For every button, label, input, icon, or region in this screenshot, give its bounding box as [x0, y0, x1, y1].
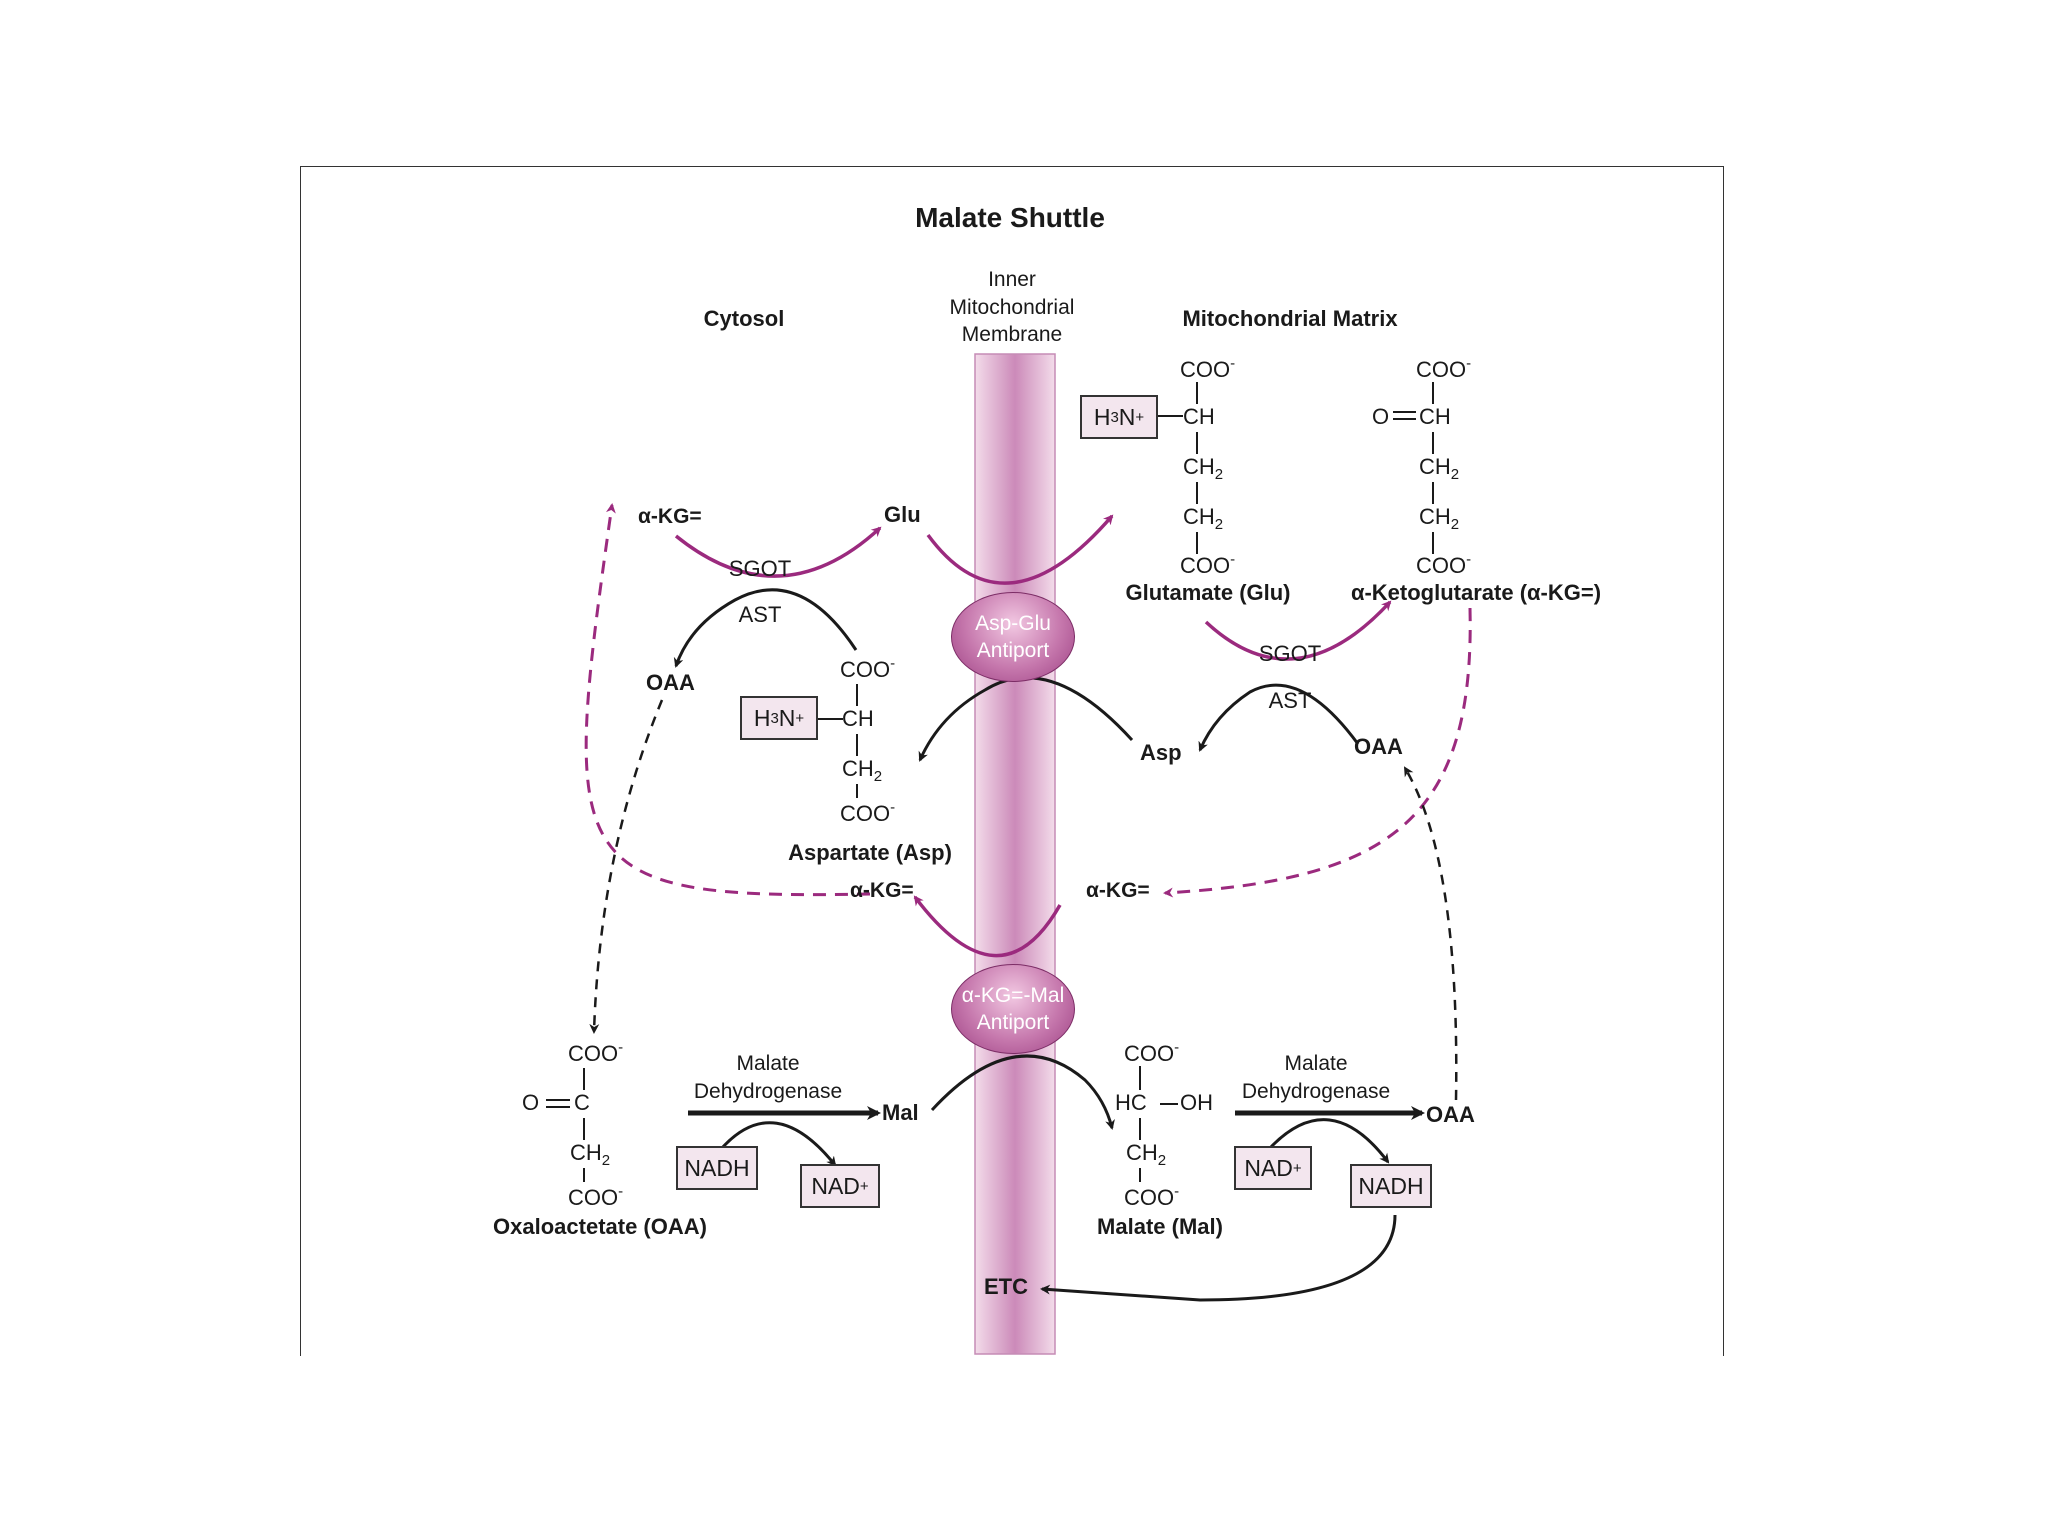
nadh-to-etc-arc — [1040, 1214, 1397, 1302]
glu-transport-arc — [926, 514, 1114, 585]
cytosol-ast-arc — [673, 588, 858, 668]
matrix-nad-box: NAD+ — [1234, 1146, 1312, 1190]
aspartate-bonds — [818, 684, 858, 798]
mal-hc: HC — [1115, 1090, 1147, 1115]
akg-c: CH — [1419, 404, 1451, 429]
matrix-nad-arc — [1268, 1118, 1390, 1164]
malate-bonds — [1139, 1066, 1178, 1182]
cytosol-sgot-arc — [674, 526, 882, 578]
label-sgot-cytosol: SGOT — [728, 556, 792, 581]
asp-ch2: CH2 — [842, 756, 883, 785]
matrix-ast-arc — [1198, 683, 1360, 752]
label-ast-cytosol: AST — [738, 602, 782, 627]
oaa-c: C — [574, 1090, 590, 1115]
cytosol-nadh-box: NADH — [676, 1146, 758, 1190]
label-glutamate: Glutamate (Glu) — [1125, 580, 1291, 605]
region-inner-membrane: Inner Mitochondrial Membrane — [949, 268, 1075, 347]
label-mal-cytosol: Mal — [882, 1100, 919, 1125]
akg-coo-top: COO- — [1416, 355, 1472, 382]
label-mdh-matrix: Malate Dehydrogenase — [1241, 1052, 1391, 1103]
cytosol-nad-box: NAD+ — [800, 1164, 880, 1208]
label-ast-matrix: AST — [1268, 688, 1312, 713]
akg-ch2-a: CH2 — [1419, 454, 1460, 483]
label-asp-matrix: Asp — [1140, 740, 1182, 765]
inner-membrane-band — [974, 353, 1056, 1355]
akg-dashed-matrix — [1163, 607, 1472, 898]
matrix-sgot-arc — [1204, 600, 1392, 661]
label-oaa-cytosol: OAA — [646, 670, 695, 695]
asp-glu-antiport: Asp-Glu Antiport — [951, 592, 1075, 682]
asp-coo-bottom: COO- — [840, 799, 896, 826]
label-glu-cytosol: Glu — [884, 502, 921, 527]
asp-coo-top: COO- — [840, 655, 896, 682]
akg-coo-bottom: COO- — [1416, 551, 1472, 578]
mal-coo-top: COO- — [1124, 1039, 1180, 1066]
oaa-dashed-cytosol — [589, 699, 664, 1034]
mal-transport-arc — [930, 1054, 1115, 1130]
label-oaa-matrix-upper: OAA — [1354, 734, 1403, 759]
glu-ch2-a: CH2 — [1183, 454, 1224, 483]
label-malate: Malate (Mal) — [1097, 1214, 1223, 1239]
akg-bonds — [1393, 382, 1434, 554]
akg-dashed-cytosol — [584, 503, 871, 897]
label-oaa-matrix-lower: OAA — [1426, 1102, 1475, 1127]
glu-ch: CH — [1183, 404, 1215, 429]
oaa-dashed-matrix — [1403, 766, 1458, 1101]
matrix-nadh-box: NADH — [1350, 1164, 1432, 1208]
region-cytosol: Cytosol — [703, 306, 785, 331]
glutamate-bonds — [1158, 382, 1198, 554]
label-sgot-matrix: SGOT — [1258, 641, 1322, 666]
glu-ch2-b: CH2 — [1183, 504, 1224, 533]
label-etc: ETC — [984, 1274, 1028, 1299]
diagram-frame — [300, 166, 1724, 1356]
label-alpha-ketoglutarate: α-Ketoglutarate (α-KG=) — [1350, 580, 1602, 605]
asp-transport-arc — [918, 676, 1134, 762]
label-akg-cytosol-top: α-KG= — [638, 505, 702, 528]
label-aspartate: Aspartate (Asp) — [788, 840, 952, 865]
diagram-title: Malate Shuttle — [915, 202, 1105, 233]
oaa-o: O — [522, 1090, 540, 1115]
akg-o: O — [1372, 404, 1390, 429]
label-akg-cytosol-lower: α-KG= — [850, 879, 914, 902]
region-mitochondrial-matrix: Mitochondrial Matrix — [1182, 306, 1398, 331]
oaa-coo-bottom: COO- — [568, 1183, 624, 1210]
asp-ch: CH — [842, 706, 874, 731]
oxaloacetate-bonds — [546, 1068, 585, 1182]
label-akg-matrix-lower: α-KG= — [1086, 879, 1150, 902]
oaa-ch2: CH2 — [570, 1140, 611, 1169]
akg-transport-arc — [913, 895, 1062, 958]
glu-coo-bottom: COO- — [1180, 551, 1236, 578]
label-oxaloacetate: Oxaloactetate (OAA) — [493, 1214, 707, 1239]
mal-coo-bottom: COO- — [1124, 1183, 1180, 1210]
akg-ch2-b: CH2 — [1419, 504, 1460, 533]
mal-ch2: CH2 — [1126, 1140, 1167, 1169]
cytosol-nadh-arc — [720, 1121, 837, 1167]
mal-oh: OH — [1180, 1090, 1213, 1115]
label-mdh-cytosol: Malate Dehydrogenase — [693, 1052, 843, 1103]
akg-mal-antiport: α-KG=-Mal Antiport — [951, 964, 1075, 1054]
glu-coo-top: COO- — [1180, 355, 1236, 382]
oaa-coo-top: COO- — [568, 1039, 624, 1066]
